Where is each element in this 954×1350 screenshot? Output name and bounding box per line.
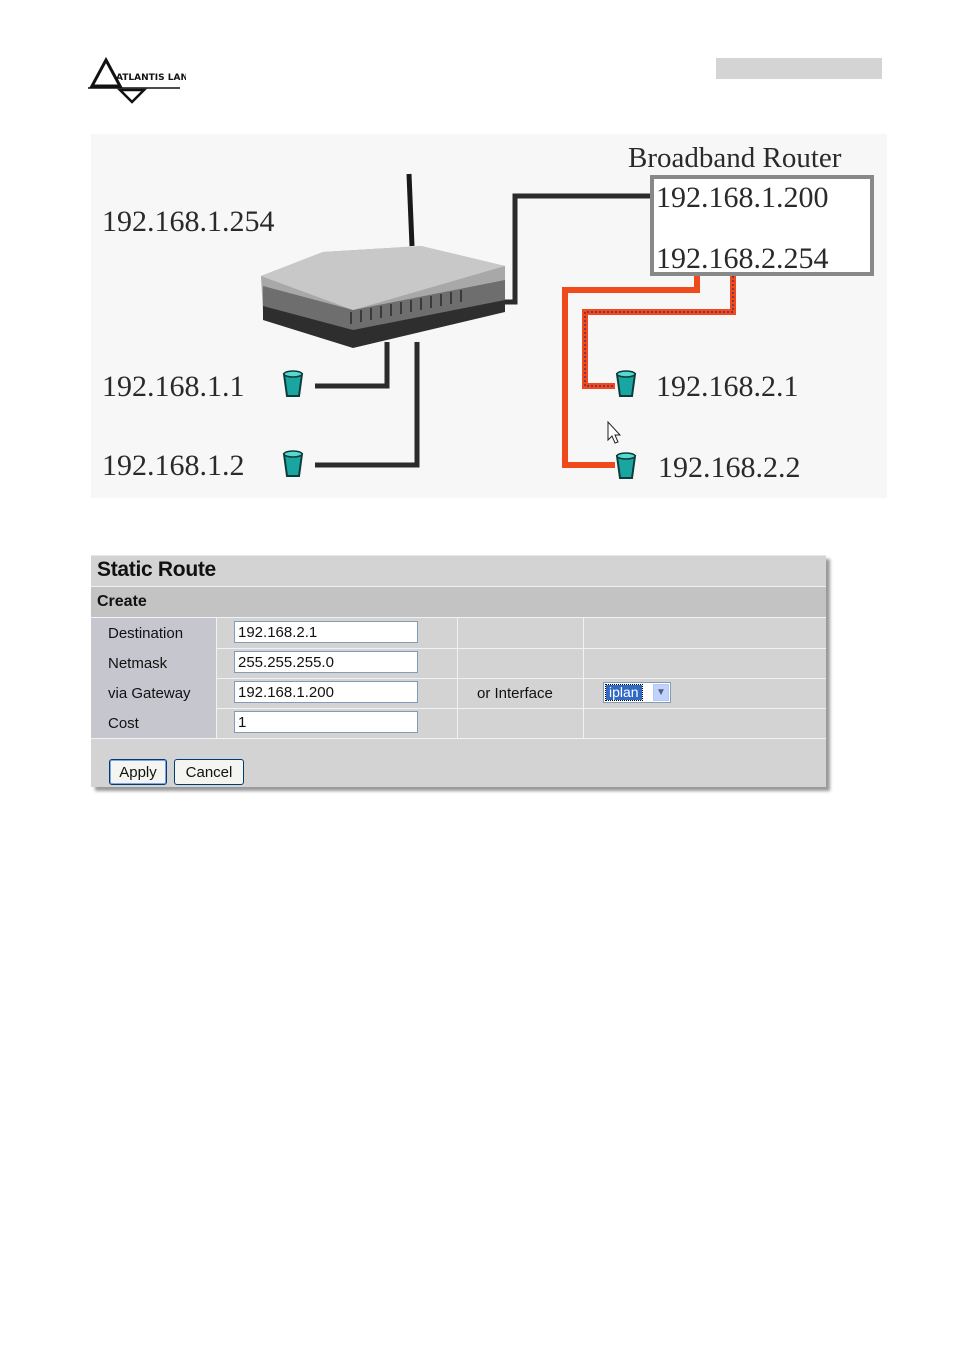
form-row-cost: Cost [91,708,826,739]
host-ip-1-1: 192.168.1.1 [102,370,245,403]
gateway-ip-label: 192.168.1.254 [102,205,275,238]
netmask-input[interactable] [234,651,418,673]
router-ip-wan: 192.168.1.200 [656,181,829,214]
host-icon-1-1 [284,371,302,396]
interface-selected-value: iplan [606,685,642,700]
host-icon-2-1 [617,371,635,396]
static-route-panel: Static Route Create Destination Netmask … [91,555,826,787]
cost-label: Cost [108,715,139,732]
interface-select[interactable]: iplan ▼ [603,682,671,703]
router-ip-lan: 192.168.2.254 [656,242,829,275]
host-icon-1-2 [284,451,302,476]
panel-title: Static Route [97,558,216,582]
network-diagram: Broadband Router 192.168.1.200 192.168.2… [91,134,887,498]
section-header: Create [91,587,826,618]
router-label: Broadband Router [628,142,842,174]
logo-text: ATLANTIS LAND [116,73,186,83]
host-ip-2-1: 192.168.2.1 [656,370,799,403]
cost-input[interactable] [234,711,418,733]
chevron-down-icon[interactable]: ▼ [653,684,669,701]
netmask-label: Netmask [108,655,167,672]
cancel-button[interactable]: Cancel [174,759,244,785]
section-label: Create [97,593,147,611]
form-row-gateway: via Gateway or Interface iplan ▼ [91,678,826,709]
host-ip-2-2: 192.168.2.2 [658,451,801,484]
apply-button[interactable]: Apply [109,759,167,785]
mouse-cursor-icon [608,422,620,443]
gateway-label: via Gateway [108,685,191,702]
form-row-netmask: Netmask [91,648,826,679]
wan-cable [503,196,651,302]
destination-input[interactable] [234,621,418,643]
header-gray-bar [716,58,882,79]
host-icon-2-2 [617,453,635,478]
wireless-router-device [261,174,505,348]
gateway-input[interactable] [234,681,418,703]
destination-label: Destination [108,625,183,642]
cable-host-1-2 [315,342,417,465]
cable-host-1-1 [315,342,387,386]
interface-label: or Interface [477,685,553,702]
atlantis-logo: ATLANTIS LAND [86,56,186,106]
button-area: Apply Cancel [91,738,826,787]
form-row-destination: Destination [91,618,826,649]
host-ip-1-2: 192.168.1.2 [102,449,245,482]
